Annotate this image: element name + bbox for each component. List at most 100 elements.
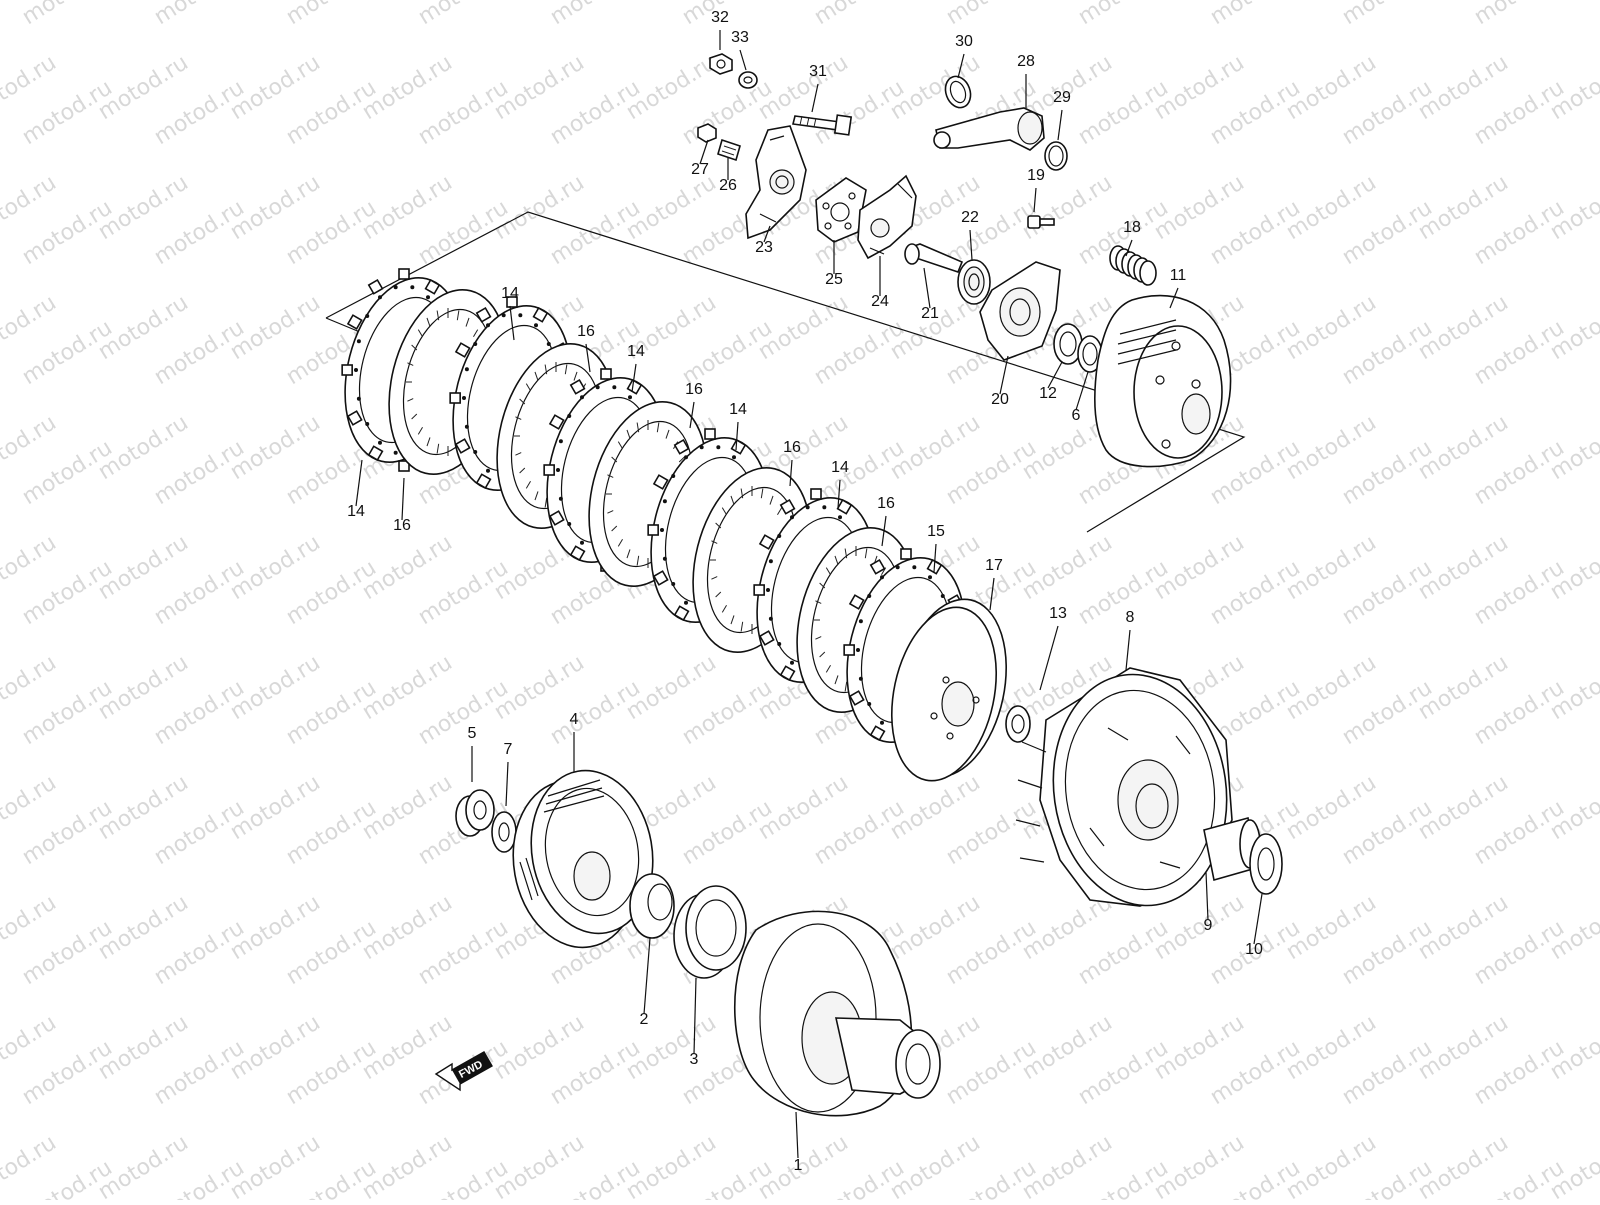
callout-28: 28 [1017,53,1035,70]
friction-pad [662,499,667,504]
friction-pad [790,660,794,665]
plate-tab [543,464,555,476]
plate-tab [454,438,471,454]
part-6-washer [1077,335,1103,373]
plate-tooth [825,664,831,673]
plate-tab [704,428,716,440]
watermark-text: motod.ru [546,0,645,30]
plate-tab [673,605,690,622]
friction-pad [671,474,676,479]
plate-tab [454,342,471,358]
friction-pad [662,556,667,561]
plate-tooth [617,538,623,547]
friction-pad [684,455,688,460]
plate-tooth [534,491,539,501]
plate-tab [836,498,853,515]
callout-16: 16 [783,439,801,456]
part-28-release-arm [933,107,1045,151]
plate-tab [424,278,441,295]
friction-pad [858,676,863,681]
plate-tooth [730,495,735,505]
friction-pad [426,295,430,300]
plate-tooth [721,507,727,516]
leader-line [585,343,591,373]
part-19-screw [1027,215,1055,229]
plate-tooth [740,488,744,499]
part-33-washer [738,71,758,89]
plate-tab [532,306,549,323]
plate-tooth [834,555,839,565]
plate-tab [779,498,796,515]
part-24-cam-plate [857,174,917,260]
part-18-spring [1109,245,1157,286]
friction-pad [410,285,415,290]
leader-line [401,477,405,521]
callout-30: 30 [955,33,973,50]
part-8-clutch-housing [1015,667,1233,907]
part-22-bearing [957,259,991,305]
friction-pad [880,575,884,580]
friction-pad [580,395,584,400]
callout-8: 8 [1126,609,1135,626]
part-2-one-way-clutch [629,873,675,939]
callout-14: 14 [501,285,519,302]
plate-tooth [544,364,548,375]
plate-tab [346,314,363,330]
friction-pad [365,314,370,319]
plate-tooth [617,441,623,450]
friction-pad [473,449,478,454]
friction-pad [766,588,770,592]
plate-tooth [426,317,431,327]
callout-21: 21 [921,305,939,322]
plate-tooth [665,429,670,439]
part-27-nut [697,123,717,143]
callout-26: 26 [719,177,737,194]
friction-pad [867,701,872,706]
plate-tooth [564,364,568,375]
plate-tooth [730,615,735,625]
plate-tooth [436,443,440,454]
leader-line [1169,287,1179,309]
plate-tab [848,690,865,706]
plate-tab [869,558,886,575]
leader-line [1039,625,1059,691]
plate-tooth [656,422,660,433]
friction-pad [895,565,900,570]
friction-pad [628,395,632,400]
friction-pad [777,641,782,646]
leader-line [989,577,995,611]
friction-pad [612,385,617,390]
friction-pad [660,528,664,532]
watermark-text: motod.ru [1074,0,1173,30]
leader-line [693,977,697,1055]
plate-tooth [573,371,578,381]
leader-line [933,543,937,573]
plate-tab [367,278,384,295]
plate-tooth [819,651,826,658]
friction-pad [558,439,563,444]
callout-31: 31 [809,63,827,80]
plate-tab [652,474,669,490]
plate-tab [758,534,775,550]
part-4-centrifugal-clutch [512,769,654,949]
plate-tooth [825,567,831,576]
part-11-clutch-sleeve-hub [1093,294,1232,468]
friction-pad [858,619,863,624]
friction-pad [473,342,478,347]
plate-tooth [519,398,526,405]
friction-pad [805,505,810,510]
plate-tooth [456,310,460,321]
callout-32: 32 [711,9,729,26]
part-23-lifter-bracket [745,125,807,240]
plate-tooth [715,522,722,529]
plate-tab [843,644,855,656]
part-31-bolt [792,114,853,136]
plate-tooth [436,310,440,321]
callout-23: 23 [755,239,773,256]
friction-pad [558,496,563,501]
leader-line [1125,239,1133,257]
plate-tab [758,630,775,646]
plate-tab [548,510,565,526]
friction-pad [464,424,469,429]
callout-2: 2 [640,1011,649,1028]
